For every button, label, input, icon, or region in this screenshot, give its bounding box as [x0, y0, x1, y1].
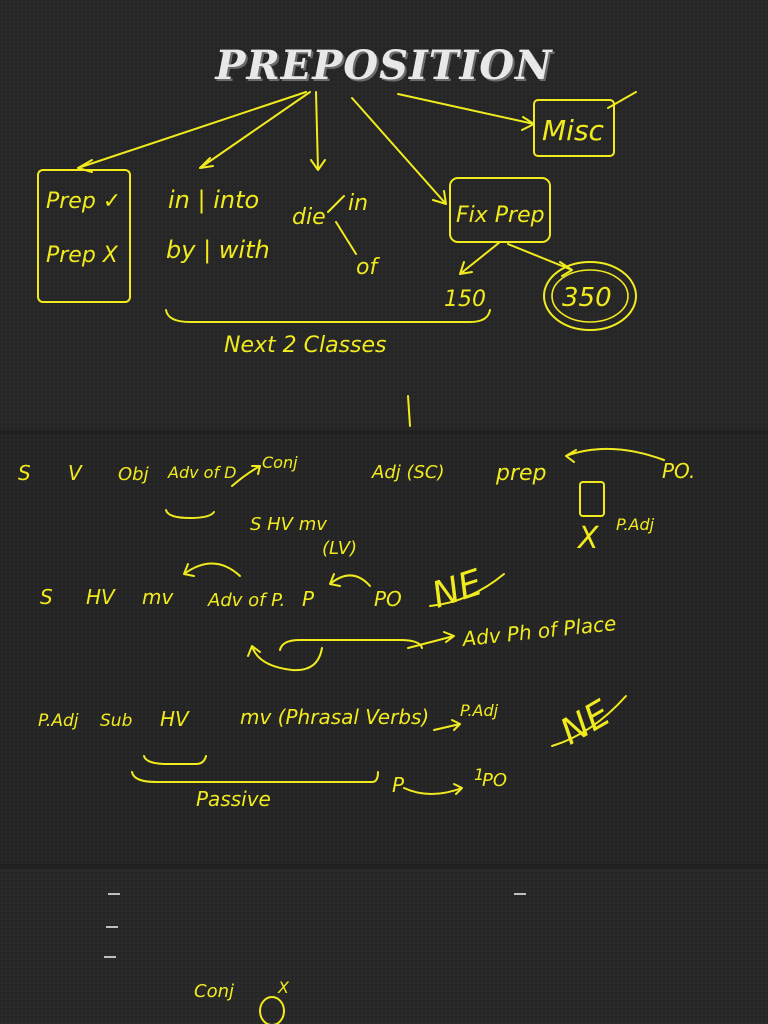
arrow-to-prep	[77, 91, 307, 173]
s-hv-mv-label: S HV mv	[250, 514, 327, 535]
small-box	[579, 481, 605, 517]
circle-mark	[259, 996, 285, 1024]
lv-label: (LV)	[322, 538, 357, 559]
die-branch-down	[335, 221, 357, 255]
board-2-ink: S V Obj Adv of D Conj Adj (SC) prep PO. …	[18, 447, 695, 811]
hv2-label: HV	[160, 707, 190, 731]
p2-label: P	[392, 773, 405, 797]
mv-phrasal-label: mv (Phrasal Verbs)	[240, 705, 429, 729]
die-label: die	[292, 205, 326, 230]
misc-box	[533, 99, 615, 157]
hv-mv-underline	[143, 755, 207, 765]
arrow-p-to-po	[403, 783, 463, 795]
misc-label: Misc	[542, 114, 605, 147]
ne-label: NE	[427, 562, 487, 616]
arrow-po-to-prep	[565, 447, 665, 463]
fix-prep-label: Fix Prep	[456, 203, 545, 228]
ne-underline	[429, 573, 505, 607]
s-label: S	[18, 461, 31, 485]
arrow-to-150	[459, 241, 501, 275]
in-into-label: in | into	[168, 186, 259, 214]
by-with-label: by | with	[166, 236, 270, 264]
board-1-ink: Misc Prep ✓ Prep X in | into by | with d…	[37, 91, 637, 427]
p-adj2-label: P.Adj	[38, 711, 79, 731]
board-3: Conj X	[0, 869, 768, 1024]
ne2-label: NE	[554, 693, 618, 753]
x-mark-2: X	[277, 978, 290, 997]
adv-phrase-label: Adv Ph of Place	[459, 611, 617, 651]
prep-label: prep	[495, 461, 547, 486]
arrow-adv-to-conj	[231, 465, 261, 487]
prep-x-label: Prep X	[46, 243, 119, 268]
num-150-label: 150	[444, 287, 486, 312]
adv-of-p-label: Adv of P.	[207, 590, 285, 611]
po3-label: PO	[482, 770, 507, 791]
arrow-to-misc	[397, 93, 535, 131]
adj-sc-label: Adj (SC)	[371, 462, 445, 483]
passive-label: Passive	[196, 787, 271, 811]
p-label: P	[302, 587, 315, 611]
po2-label: PO	[374, 587, 402, 611]
next-classes-brace	[165, 309, 491, 323]
arrow-to-p-adj3	[433, 719, 461, 731]
arrow-to-350	[507, 243, 573, 277]
mv-label: mv	[142, 585, 174, 609]
obj-underline	[165, 509, 215, 519]
board-3-ink: Conj X	[104, 893, 526, 1024]
po3-marker: 1	[474, 765, 484, 784]
misc-box-tick	[607, 91, 637, 109]
hv-label: HV	[86, 585, 116, 609]
page-title: PREPOSITION	[215, 42, 553, 89]
prep-ok-label: Prep ✓	[46, 189, 121, 214]
in-label: in	[348, 191, 368, 216]
die-branch-up	[327, 195, 345, 213]
s2-label: S	[40, 585, 53, 609]
adv-of-d-label: Adv of D	[167, 463, 236, 482]
p-adj-label: P.Adj	[616, 515, 655, 534]
sub-label: Sub	[100, 711, 132, 731]
circle-350-outer	[543, 261, 637, 331]
num-350-label: 350	[562, 283, 612, 313]
arrow-adv-to-mv	[183, 562, 241, 577]
obj-label: Obj	[118, 464, 149, 485]
x-mark: X	[576, 521, 600, 556]
p-adj3-label: P.Adj	[460, 701, 499, 720]
loop-arrow	[247, 645, 323, 672]
v-label: V	[68, 461, 83, 485]
board-2: S V Obj Adv of D Conj Adj (SC) prep PO. …	[0, 434, 768, 864]
of-label: of	[356, 255, 380, 280]
arrow-po-to-p	[329, 573, 371, 587]
arrow-to-adv-phrase	[407, 631, 455, 649]
arrow-to-die	[310, 91, 326, 171]
passive-brace	[131, 771, 379, 783]
adv-phrase-brace	[279, 639, 423, 651]
next-classes-label: Next 2 Classes	[224, 333, 387, 358]
po-label: PO.	[662, 459, 695, 483]
arrow-to-fix-prep	[351, 97, 447, 205]
conj-label: Conj	[262, 453, 298, 472]
arrow-to-in-into	[199, 91, 311, 169]
stray-tick	[407, 395, 411, 427]
board-1: PREPOSITION Misc Prep ✓ Prep X in | into…	[0, 0, 768, 430]
conj-label-2: Conj	[194, 981, 234, 1002]
prep-box	[37, 169, 131, 303]
ne2-underline	[551, 695, 627, 747]
circle-350-inner	[551, 269, 629, 323]
